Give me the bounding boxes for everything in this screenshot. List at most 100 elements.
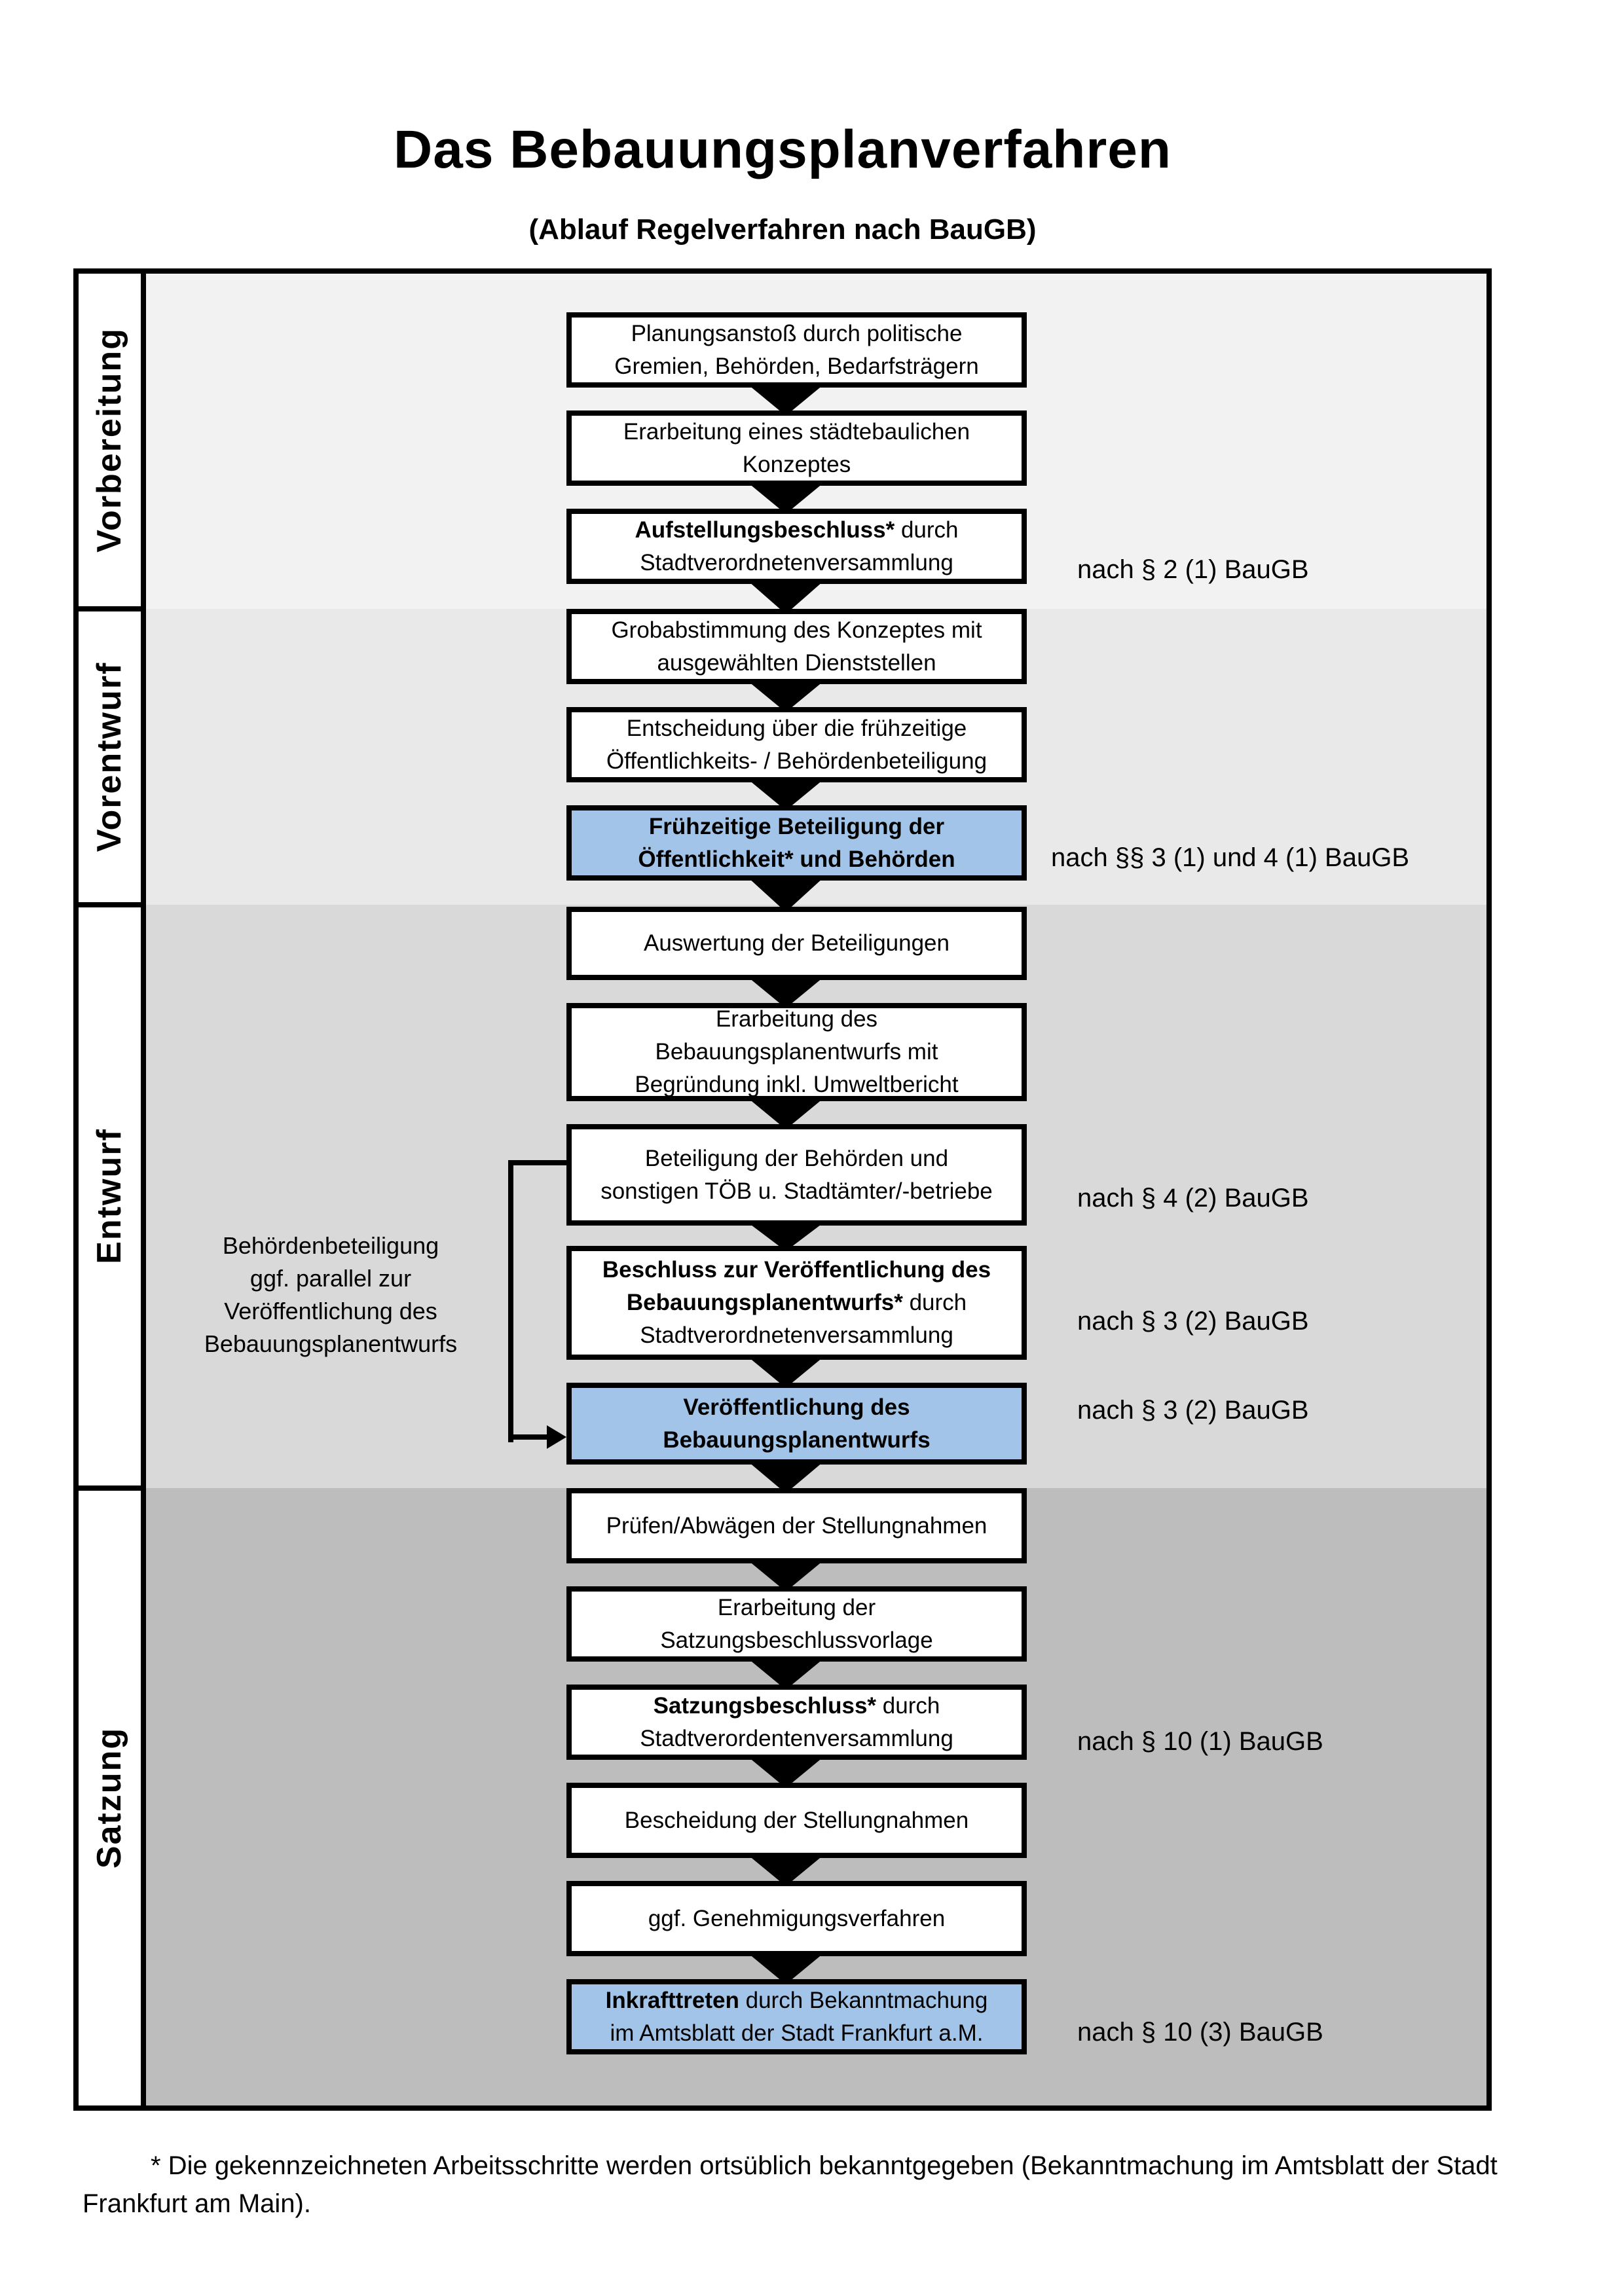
arrow-down-icon	[748, 581, 823, 614]
process-step-text: Aufstellungsbeschluss* durch	[635, 514, 958, 547]
text-segment: Planungsanstoß durch politische	[631, 320, 963, 346]
process-step-text: Erarbeitung des	[716, 1003, 877, 1036]
law-ref: nach § 3 (2) BauGB	[1077, 1396, 1309, 1425]
text-segment: Erarbeitung des	[715, 1006, 878, 1032]
text-segment: durch Bekanntmachung	[739, 1987, 988, 2013]
process-step-text: ausgewählten Dienststellen	[657, 647, 936, 680]
process-step-text: ggf. Genehmigungsverfahren	[648, 1903, 945, 1935]
law-ref: nach § 3 (2) BauGB	[1077, 1307, 1309, 1336]
process-step-text: Satzungsbeschlussvorlage	[660, 1624, 932, 1657]
law-ref: nach § 10 (1) BauGB	[1077, 1727, 1323, 1756]
process-step-text: Grobabstimmung des Konzeptes mit	[611, 614, 982, 647]
text-segment: Frühzeitige Beteiligung der	[648, 813, 945, 839]
process-step-text: Erarbeitung eines städtebaulichen	[623, 416, 970, 448]
connector-horizontal-line	[508, 1434, 547, 1440]
process-step-text: Inkrafttreten durch Bekanntmachung	[606, 1984, 988, 2017]
process-step-4: Grobabstimmung des Konzeptes mit ausgewäh…	[566, 609, 1027, 684]
process-step-text: Bebauungsplanentwurfs mit	[655, 1036, 938, 1068]
text-segment: Bescheidung der Stellungnahmen	[624, 1807, 969, 1833]
process-step-text: Begründung inkl. Umweltbericht	[635, 1068, 958, 1101]
text-segment: Inkrafttreten	[605, 1987, 739, 2013]
arrow-right-icon	[547, 1425, 566, 1449]
text-segment: Satzungsbeschlussvorlage	[660, 1627, 933, 1653]
arrow-down-icon	[748, 878, 823, 912]
process-step-text: Satzungsbeschluss* durch	[654, 1690, 940, 1722]
text-segment: Entscheidung über die frühzeitige	[626, 715, 967, 741]
text-segment: sonstigen TÖB u. Stadtämter/-betriebe	[600, 1178, 993, 1204]
text-segment: Aufstellungsbeschluss*	[635, 517, 895, 543]
process-step-text: Gremien, Behörden, Bedarfsträgern	[614, 350, 978, 383]
process-step-text: Öffentlichkeit* und Behörden	[638, 843, 955, 876]
process-step-text: Stadtverordnetenversammlung	[640, 1319, 953, 1352]
text-segment: ausgewählten Dienststellen	[657, 649, 936, 676]
process-step-text: Frühzeitige Beteiligung der	[649, 811, 944, 843]
process-step-text: Prüfen/Abwägen der Stellungnahmen	[606, 1510, 987, 1542]
footnote-line: * Die gekennzeichneten Arbeitsschritte w…	[151, 2151, 1498, 2180]
law-ref: nach § 10 (3) BauGB	[1077, 2018, 1323, 2047]
footnote-line: Frankfurt am Main).	[83, 2189, 311, 2218]
phase-label-satzung: Satzung	[90, 1726, 128, 1869]
text-segment: Öffentlichkeit* und Behörden	[638, 846, 955, 872]
text-segment: durch	[902, 1290, 967, 1315]
text-segment: Konzeptes	[742, 451, 851, 477]
side-note: Behördenbeteiligung ggf. parallel zur Ve…	[174, 1230, 488, 1360]
text-segment: im Amtsblatt der Stadt Frankfurt a.M.	[610, 2020, 984, 2046]
process-step-text: Öffentlichkeits- / Behördenbeteiligung	[606, 745, 987, 778]
process-step-text: sonstigen TÖB u. Stadtämter/-betriebe	[600, 1175, 993, 1208]
text-segment: Erarbeitung eines städtebaulichen	[623, 418, 970, 445]
law-ref: nach § 2 (1) BauGB	[1077, 555, 1309, 584]
text-segment: Gremien, Behörden, Bedarfsträgern	[614, 353, 979, 379]
process-step-text: Beschluss zur Veröffentlichung des	[602, 1254, 991, 1286]
text-segment: Grobabstimmung des Konzeptes mit	[611, 617, 982, 643]
process-step-16: ggf. Genehmigungsverfahren	[566, 1881, 1027, 1956]
process-step-7: Auswertung der Beteiligungen	[566, 907, 1027, 980]
process-step-text: Auswertung der Beteiligungen	[644, 927, 950, 960]
side-note-line: Behördenbeteiligung	[222, 1232, 439, 1259]
process-step-text: Beteiligung der Behörden und	[645, 1142, 948, 1175]
process-step-12: Prüfen/Abwägen der Stellungnahmen	[566, 1488, 1027, 1563]
text-segment: Stadtverordnetenversammlung	[640, 549, 953, 575]
phase-label-entwurf: Entwurf	[90, 1128, 128, 1264]
text-segment: Beteiligung der Behörden und	[644, 1145, 949, 1171]
process-step-text: Bescheidung der Stellungnahmen	[625, 1804, 969, 1837]
text-segment: Stadtverordentenversammlung	[640, 1725, 953, 1751]
text-segment: ggf. Genehmigungsverfahren	[648, 1905, 946, 1931]
text-segment: Begründung inkl. Umweltbericht	[635, 1072, 959, 1097]
text-segment: Prüfen/Abwägen der Stellungnahmen	[606, 1512, 987, 1539]
process-step-text: im Amtsblatt der Stadt Frankfurt a.M.	[610, 2017, 984, 2050]
text-segment: Bebauungsplanentwurfs mit	[655, 1039, 938, 1065]
text-segment: Beschluss zur Veröffentlichung des	[602, 1257, 991, 1283]
process-step-15: Bescheidung der Stellungnahmen	[566, 1783, 1027, 1858]
text-segment: durch	[895, 517, 959, 543]
process-step-text: Planungsanstoß durch politische	[631, 318, 963, 350]
phase-label-vorbereitung: Vorbereitung	[90, 327, 128, 553]
process-step-text: Entscheidung über die frühzeitige	[627, 712, 967, 745]
process-step-text: Stadtverordnetenversammlung	[640, 547, 953, 579]
side-note-line: Veröffentlichung des	[224, 1298, 437, 1324]
law-ref: nach §§ 3 (1) und 4 (1) BauGB	[1051, 843, 1409, 872]
process-step-text: Veröffentlichung des	[683, 1391, 910, 1424]
phase-column-divider	[141, 274, 146, 2105]
phase-label-column	[79, 274, 141, 2105]
connector-stub-line	[508, 1160, 566, 1165]
text-segment: durch	[876, 1692, 940, 1719]
page-subtitle: (Ablauf Regelverfahren nach BauGB)	[528, 213, 1037, 246]
text-segment: Auswertung der Beteiligungen	[644, 930, 950, 956]
phase-divider-line	[79, 1485, 146, 1491]
process-step-text: Konzeptes	[743, 448, 851, 481]
process-step-9: Beteiligung der Behörden und sonstigen TÖ…	[566, 1124, 1027, 1226]
text-segment: Öffentlichkeits- / Behördenbeteiligung	[606, 748, 987, 774]
text-segment: Erarbeitung der	[717, 1594, 876, 1620]
phase-divider-line	[79, 902, 146, 907]
process-step-text: Bebauungsplanentwurfs* durch	[627, 1286, 967, 1319]
text-segment: Satzungsbeschluss*	[653, 1692, 877, 1719]
phase-label-vorentwurf: Vorentwurf	[90, 661, 128, 852]
